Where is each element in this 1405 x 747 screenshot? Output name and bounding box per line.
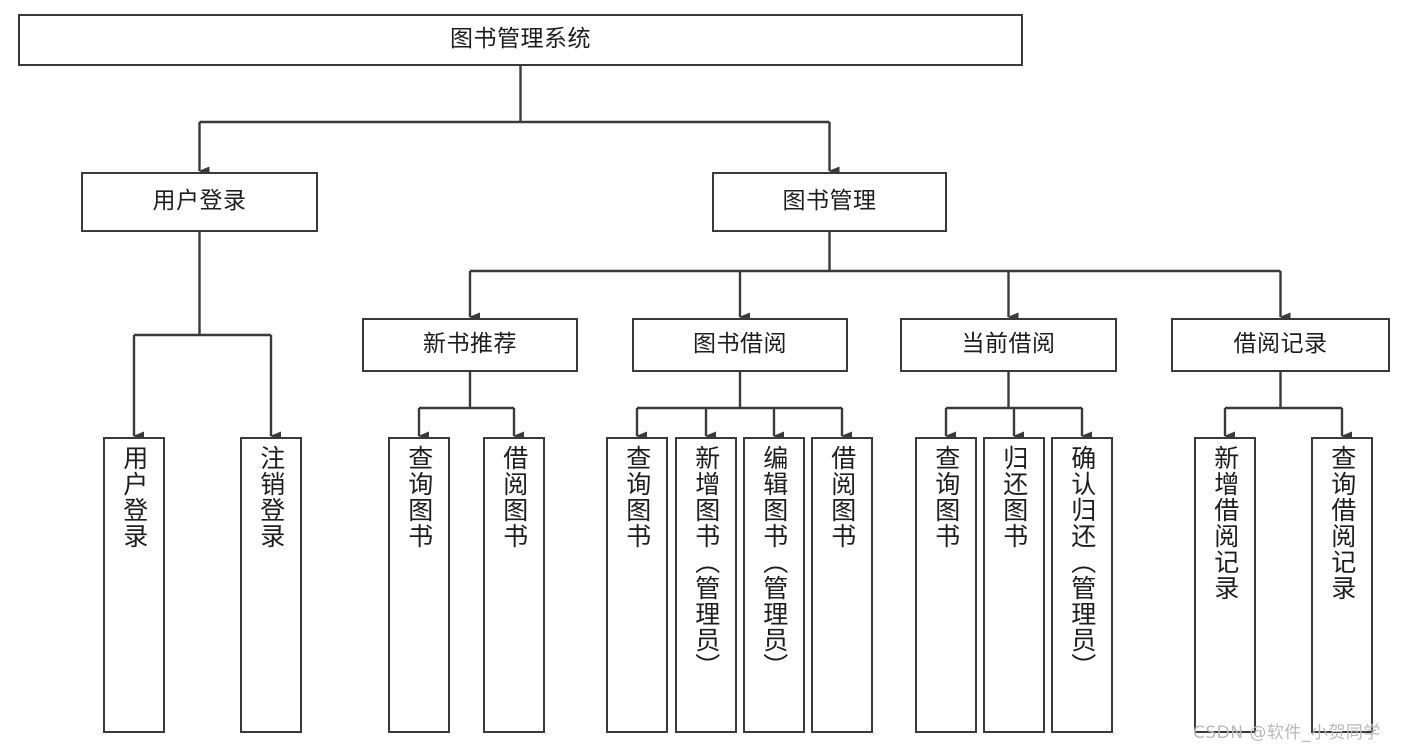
- node-label: 编辑图书（管理员）: [759, 445, 789, 679]
- node-label: 用户登录: [119, 445, 149, 549]
- node-label: 借阅图书: [499, 445, 529, 549]
- node-borrow-record[interactable]: 借阅记录: [1171, 318, 1390, 372]
- leaf-confirm-return[interactable]: 确认归还（管理员）: [1051, 437, 1113, 733]
- node-label: 图书借阅: [693, 331, 787, 358]
- node-new-book-recommend[interactable]: 新书推荐: [362, 318, 578, 372]
- edge-group: [132, 66, 1352, 441]
- node-label: 用户登录: [152, 188, 247, 215]
- leaf-borrow-book-1[interactable]: 借阅图书: [483, 437, 545, 733]
- leaf-query-book-2[interactable]: 查询图书: [606, 437, 668, 733]
- node-label: 新增图书（管理员）: [691, 445, 721, 679]
- watermark-text: CSDN @软件_小贺同学: [1193, 723, 1381, 743]
- node-label: 新书推荐: [423, 331, 517, 358]
- leaf-user-login[interactable]: 用户登录: [103, 437, 165, 733]
- node-user-login[interactable]: 用户登录: [81, 172, 318, 232]
- leaf-return-book[interactable]: 归还图书: [983, 437, 1045, 733]
- node-label: 归还图书: [999, 445, 1029, 549]
- node-book-borrow[interactable]: 图书借阅: [632, 318, 848, 372]
- node-root-system[interactable]: 图书管理系统: [18, 14, 1023, 66]
- leaf-query-borrow-record[interactable]: 查询借阅记录: [1311, 437, 1373, 733]
- leaf-add-book[interactable]: 新增图书（管理员）: [675, 437, 737, 733]
- node-label: 确认归还（管理员）: [1067, 445, 1097, 679]
- node-label: 查询借阅记录: [1327, 445, 1357, 601]
- leaf-query-book-1[interactable]: 查询图书: [388, 437, 450, 733]
- node-label: 新增借阅记录: [1210, 445, 1240, 601]
- node-label: 查询图书: [622, 445, 652, 549]
- leaf-borrow-book-2[interactable]: 借阅图书: [811, 437, 873, 733]
- node-label: 当前借阅: [961, 331, 1056, 358]
- node-label: 借阅图书: [827, 445, 857, 549]
- leaf-query-book-3[interactable]: 查询图书: [915, 437, 977, 733]
- node-label: 查询图书: [931, 445, 961, 549]
- node-label: 注销登录: [256, 445, 286, 549]
- leaf-logout[interactable]: 注销登录: [240, 437, 302, 733]
- node-label: 图书管理系统: [450, 26, 591, 53]
- node-book-manage[interactable]: 图书管理: [712, 172, 947, 232]
- node-label: 图书管理: [782, 188, 877, 215]
- leaf-add-borrow-record[interactable]: 新增借阅记录: [1194, 437, 1256, 733]
- node-label: 查询图书: [404, 445, 434, 549]
- node-current-borrow[interactable]: 当前借阅: [900, 318, 1117, 372]
- leaf-edit-book[interactable]: 编辑图书（管理员）: [743, 437, 805, 733]
- node-label: 借阅记录: [1233, 331, 1328, 358]
